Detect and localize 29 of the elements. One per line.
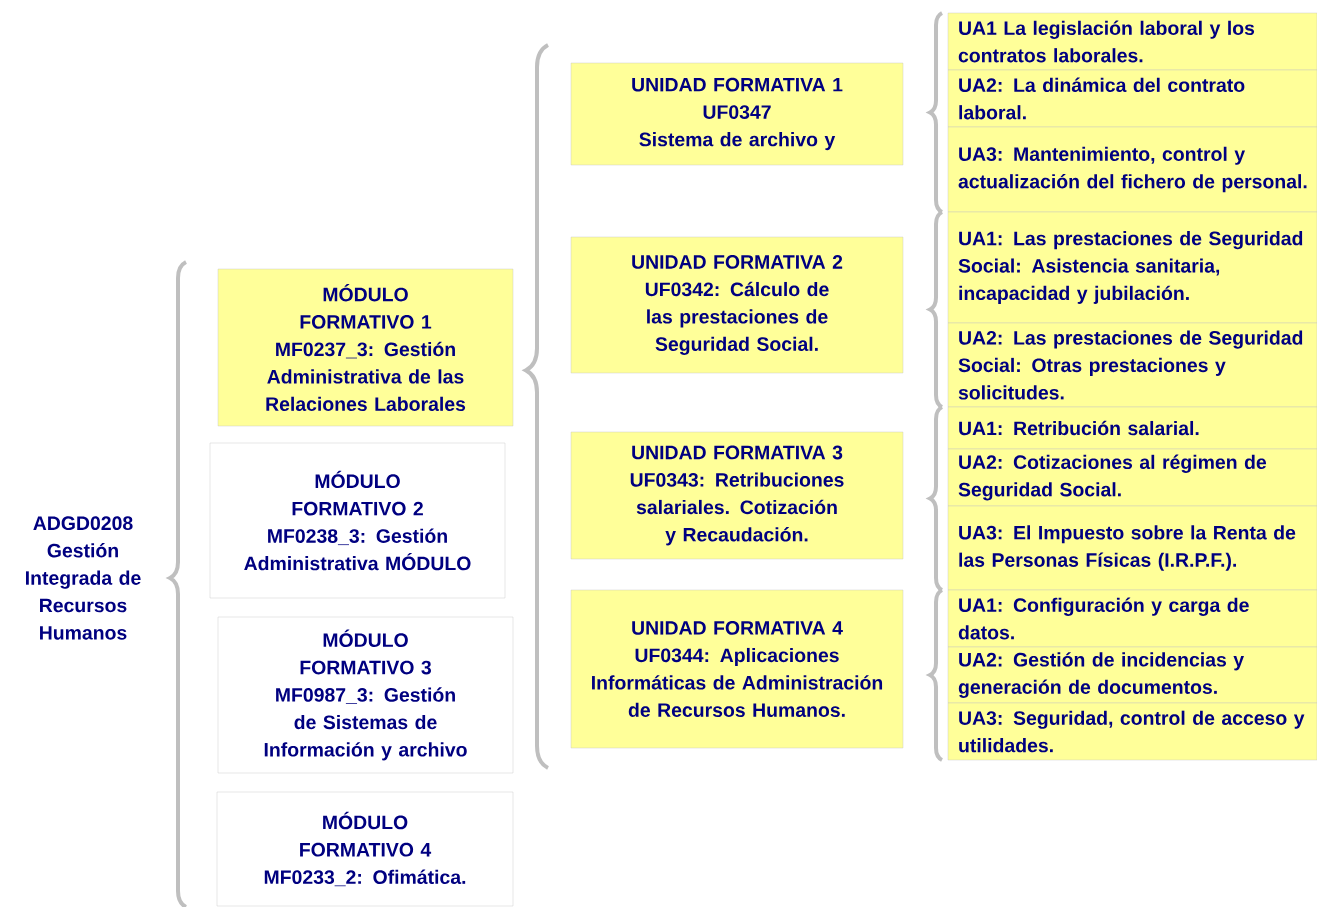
unit-cell: UA1: Las prestaciones de Seguridad Social: Asistencia sanitaria, incapacidad y jubilación. <box>947 211 1317 324</box>
node-label: UA1: Las prestaciones de Seguridad Social: Asistencia sanitaria, incapacidad y jubilación. <box>958 231 1303 304</box>
unit-cell: UA1: Configuración y carga de datos. <box>947 589 1317 648</box>
unit-cell: UA3: El Impuesto sobre la Renta de las Personas Físicas (I.R.P.F.). <box>947 505 1317 591</box>
course-label: ADGD0208 Gestión Integrada de Recursos Humanos <box>26 516 141 640</box>
unit-cell: UA2: Gestión de incidencias y generación de documentos. <box>947 646 1317 704</box>
unit-cell: UA2: La dinámica del contrato laboral. <box>947 69 1317 128</box>
node-label: UA2: Cotizaciones al régimen de Seguridad Social. <box>958 454 1267 501</box>
module-box: UNIDAD FORMATIVA 2 UF0342: Cálculo de las prestaciones de Seguridad Social. <box>570 236 904 374</box>
node-label: UA2: La dinámica del contrato laboral. <box>959 77 1245 120</box>
module-box: MÓDULO FORMATIVO 3 MF0987_3: Gestión de Sistemas de Información y archivo <box>217 616 514 774</box>
unit-cell: UA1 La legislación laboral y los contratos laborales. <box>947 12 1317 71</box>
node-label: UA3: El Impuesto sobre la Renta de las Personas Físicas (I.R.P.F.). <box>959 525 1296 571</box>
node-label: UA3: Mantenimiento, control y actualización del fichero de personal. <box>958 146 1307 193</box>
module-box: MÓDULO FORMATIVO 4 MF0233_2: Ofimática. <box>216 791 514 907</box>
unit-cell: UA3: Seguridad, control de acceso y utilidades. <box>947 702 1317 761</box>
unit-cell: UA1: Retribución salarial. <box>947 406 1317 450</box>
node-label: UA1: Retribución salarial. <box>959 420 1199 436</box>
node-label: UA2: Gestión de incidencias y generación de documentos. <box>958 652 1244 698</box>
unit-cell: UA2: Cotizaciones al régimen de Seguridad Social. <box>947 448 1317 507</box>
module-box: MÓDULO FORMATIVO 1 MF0237_3: Gestión Administrativa de las Relaciones Laborales <box>217 268 514 427</box>
node-label: UA2: Las prestaciones de Seguridad Social: Otras prestaciones y solicitudes. <box>958 330 1303 400</box>
unit-cell: UA3: Mantenimiento, control y actualización del fichero de personal. <box>947 126 1317 213</box>
module-box: MÓDULO FORMATIVO 2 MF0238_3: Gestión Administrativa MÓDULO <box>209 442 506 599</box>
module-box: UNIDAD FORMATIVA 4 UF0344: Aplicaciones Informáticas de Administración de Recursos Humanos. <box>570 589 904 749</box>
module-box: UNIDAD FORMATIVA 3 UF0343: Retribuciones salariales. Cotización y Recaudación. <box>570 431 904 560</box>
node-label: UA1 La legislación laboral y los contratos laborales. <box>958 20 1255 63</box>
module-box: UNIDAD FORMATIVA 1 UF0347 Sistema de archivo y <box>570 62 904 166</box>
node-label: UA1: Configuración y carga de datos. <box>958 597 1249 640</box>
